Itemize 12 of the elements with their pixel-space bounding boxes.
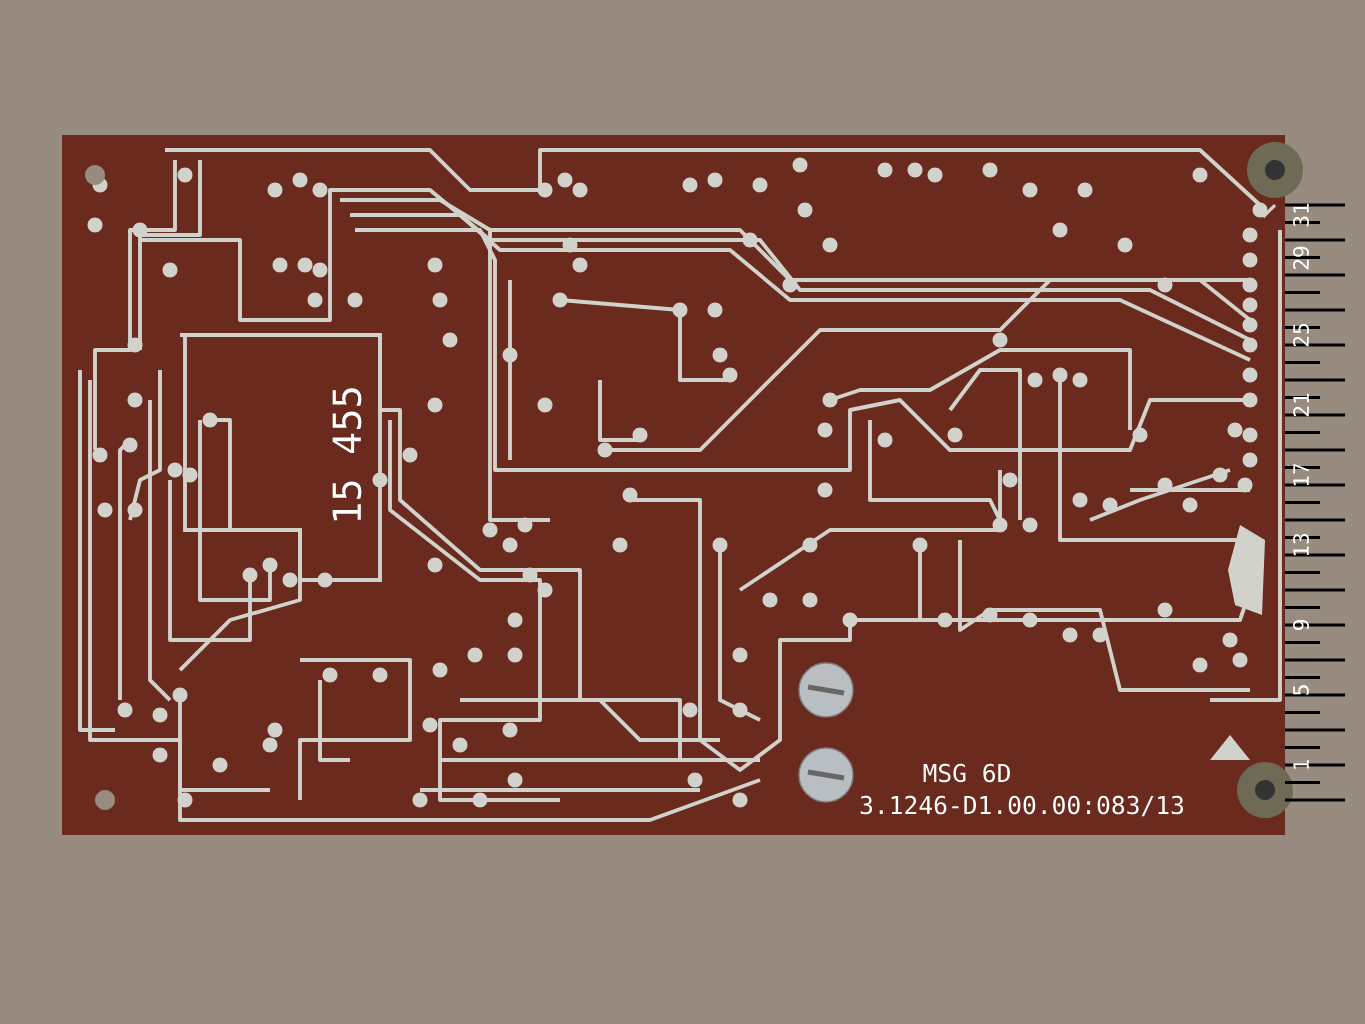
serial-number: 3.1246-D1.00.00:083/13 xyxy=(860,795,1184,817)
pin-number: 9 xyxy=(1293,620,1309,631)
part-number: 15 455 xyxy=(332,388,362,521)
pin-number: 13 xyxy=(1293,533,1309,556)
pin-number: 21 xyxy=(1293,393,1309,417)
pin-number: 29 xyxy=(1293,246,1309,270)
pin-number: 5 xyxy=(1293,685,1309,695)
pin-number: 1 xyxy=(1293,760,1309,769)
pin-number: 25 xyxy=(1293,324,1309,347)
pin-number: 17 xyxy=(1293,463,1309,486)
model-label: MSG 6D xyxy=(923,763,1010,783)
pin-number: 31 xyxy=(1293,203,1309,227)
